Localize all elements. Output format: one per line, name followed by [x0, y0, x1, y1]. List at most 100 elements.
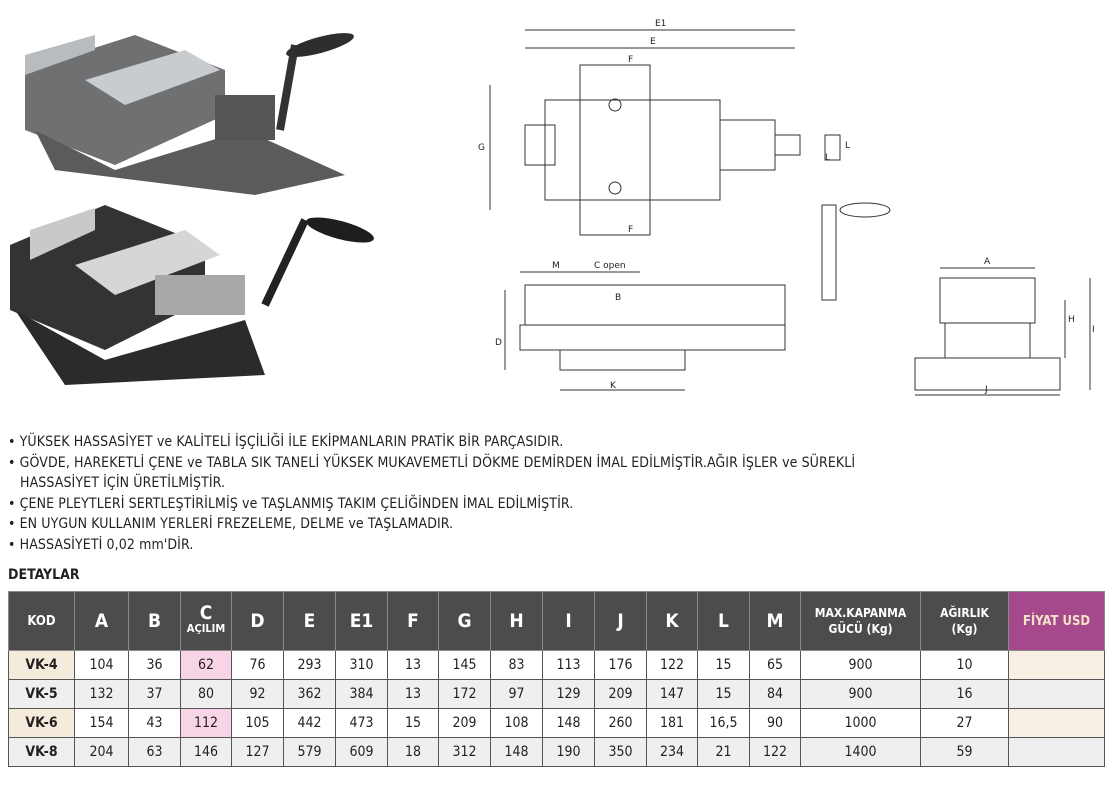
- dim-a: A: [984, 257, 991, 267]
- table-cell: 129: [542, 679, 595, 709]
- table-cell: 76: [231, 650, 284, 680]
- col-j: J: [594, 591, 647, 651]
- table-cell: 92: [231, 679, 284, 709]
- col-e1: E1: [335, 591, 388, 651]
- feature-item: • ÇENE PLEYTLERİ SERTLEŞTİRİLMİŞ ve TAŞL…: [8, 495, 574, 512]
- table-cell: 132: [74, 679, 129, 709]
- table-cell: 27: [920, 708, 1009, 738]
- table-cell: 13: [387, 679, 439, 709]
- dim-l-2: L: [845, 141, 850, 151]
- dim-k: K: [610, 381, 617, 391]
- col-weight-line1: AĞIRLIK: [940, 606, 989, 620]
- table-cell: 293: [283, 650, 336, 680]
- feature-item: • EN UYGUN KULLANIM YERLERİ FREZELEME, D…: [8, 516, 454, 532]
- table-cell: 15: [697, 650, 750, 680]
- cell-kod: VK-4: [8, 650, 75, 680]
- table-cell: 1000: [800, 708, 921, 738]
- vise-photo-top: [25, 33, 354, 195]
- table-cell: 97: [490, 679, 543, 709]
- table-cell: 900: [800, 679, 921, 709]
- dim-e1: E1: [655, 19, 666, 29]
- feature-item: • GÖVDE, HAREKETLİ ÇENE ve TABLA SIK TAN…: [8, 454, 856, 471]
- table-cell: 113: [542, 650, 595, 680]
- col-c-sub: AÇILIM: [186, 622, 226, 635]
- table-cell: 209: [438, 708, 491, 738]
- table-cell: 176: [594, 650, 647, 680]
- dim-g: G: [478, 143, 485, 153]
- table-cell: 18: [387, 737, 439, 767]
- table-cell: 1400: [800, 737, 921, 767]
- table-cell: 127: [231, 737, 284, 767]
- table-cell: 122: [749, 737, 801, 767]
- col-m: M: [749, 591, 801, 651]
- table-cell: 13: [387, 650, 439, 680]
- col-kod: KOD: [8, 591, 75, 651]
- col-k: K: [646, 591, 698, 651]
- dim-i: I: [1092, 325, 1095, 335]
- cell-price: [1008, 708, 1105, 738]
- table-cell: 609: [335, 737, 388, 767]
- section-title: DETAYLAR: [8, 567, 80, 583]
- table-cell: 204: [74, 737, 129, 767]
- col-e: E: [283, 591, 336, 651]
- table-cell: 15: [697, 679, 750, 709]
- table-cell: 122: [646, 650, 698, 680]
- table-cell: 900: [800, 650, 921, 680]
- table-cell: 83: [490, 650, 543, 680]
- table-cell: 473: [335, 708, 388, 738]
- table-cell: 172: [438, 679, 491, 709]
- table-cell: 190: [542, 737, 595, 767]
- dim-f-top: F: [628, 55, 633, 65]
- table-cell: 350: [594, 737, 647, 767]
- dim-l-1: L: [825, 153, 830, 163]
- dim-e: E: [650, 37, 656, 47]
- col-d: D: [231, 591, 284, 651]
- table-cell: 312: [438, 737, 491, 767]
- table-cell: 209: [594, 679, 647, 709]
- table-cell: 104: [74, 650, 129, 680]
- table-cell: 37: [128, 679, 181, 709]
- table-cell: 10: [920, 650, 1009, 680]
- table-cell: 310: [335, 650, 388, 680]
- cell-price: [1008, 679, 1105, 709]
- table-cell: 84: [749, 679, 801, 709]
- table-cell: 16: [920, 679, 1009, 709]
- cell-kod: VK-5: [8, 679, 75, 709]
- col-f: F: [387, 591, 439, 651]
- table-cell: 36: [128, 650, 181, 680]
- table-cell: 362: [283, 679, 336, 709]
- table-cell: 43: [128, 708, 181, 738]
- dim-d: D: [495, 338, 502, 348]
- col-a: A: [74, 591, 129, 651]
- table-cell: 148: [542, 708, 595, 738]
- col-max-force-line1: MAX.KAPANMA: [814, 606, 907, 620]
- cell-kod: VK-8: [8, 737, 75, 767]
- col-weight-line2: (Kg): [951, 622, 978, 636]
- table-cell: 442: [283, 708, 336, 738]
- col-max-force-line2: GÜCÜ (Kg): [828, 622, 893, 636]
- table-cell: 108: [490, 708, 543, 738]
- table-cell: 90: [749, 708, 801, 738]
- table-cell: 59: [920, 737, 1009, 767]
- dim-c-open: C open: [594, 261, 626, 271]
- cell-c-opening: 80: [180, 679, 232, 709]
- dim-m: M: [552, 261, 560, 271]
- feature-list: • YÜKSEK HASSASİYET ve KALİTELİ İŞÇİLİĞİ…: [8, 432, 855, 555]
- col-i: I: [542, 591, 595, 651]
- col-c-label: C: [199, 602, 213, 624]
- dim-f-bottom: F: [628, 225, 633, 235]
- table-cell: 15: [387, 708, 439, 738]
- table-cell: 181: [646, 708, 698, 738]
- cell-c-opening: 62: [180, 650, 232, 680]
- col-b: B: [128, 591, 181, 651]
- table-cell: 148: [490, 737, 543, 767]
- col-price: FİYAT USD: [1008, 591, 1105, 651]
- cell-c-opening: 112: [180, 708, 232, 738]
- table-cell: 65: [749, 650, 801, 680]
- table-cell: 16,5: [697, 708, 750, 738]
